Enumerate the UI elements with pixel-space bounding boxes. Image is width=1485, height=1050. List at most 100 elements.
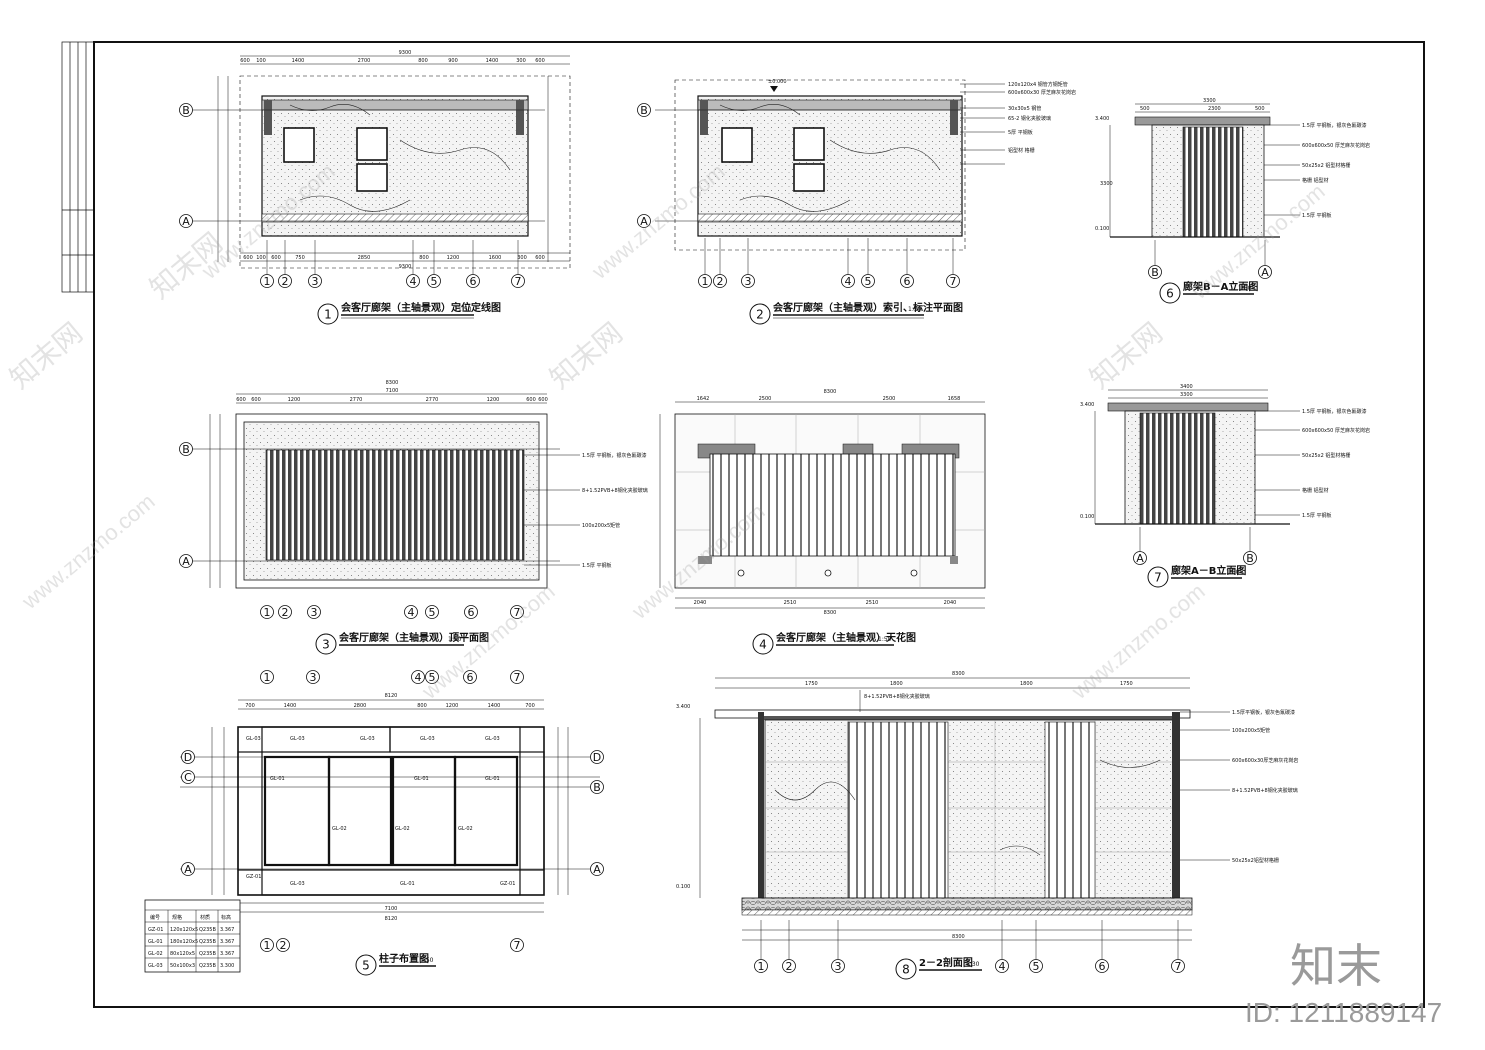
column-label: GL-01: [485, 776, 500, 782]
note: 50x25x2铝型材格栅: [1232, 857, 1279, 864]
dim-label: 600: [243, 255, 253, 261]
svg-text:7: 7: [1154, 571, 1162, 585]
axis-bubble-7: 7: [1175, 960, 1182, 973]
note: 100x200x5矩管: [582, 522, 620, 529]
dim-label: 2850: [358, 255, 371, 261]
dim-label: 1642: [697, 396, 710, 402]
dim-total: 9300: [399, 50, 412, 56]
dim-label: 1200: [447, 255, 460, 261]
svg-text:Q235B: Q235B: [199, 927, 216, 933]
drawing-title-7: 7 廊架A－B立面图 1:50: [1147, 564, 1246, 588]
svg-text:会客厅廊架（主轴景观）索引、标注平面图: 会客厅廊架（主轴景观）索引、标注平面图: [773, 301, 963, 314]
axis-bubble-5: 5: [865, 275, 872, 288]
column-label: GL-03: [360, 736, 375, 742]
dim-total: 8300: [952, 934, 965, 940]
dim-label: 600: [535, 255, 545, 261]
axis-bubble-2: 2: [280, 939, 287, 952]
svg-text:8: 8: [902, 963, 910, 977]
dim-total: 8300: [386, 380, 399, 386]
axis-bubble-7: 7: [514, 939, 521, 952]
note: 8+1.52PVB+8钢化夹胶玻璃: [864, 693, 930, 700]
note: 50x25x2 铝型材格栅: [1302, 162, 1350, 169]
axis-bubble-2: 2: [717, 275, 724, 288]
dim-label: 2510: [866, 600, 879, 606]
dim-label: 800: [418, 58, 428, 64]
dim-label: 2300: [1208, 106, 1221, 112]
axis-bubble-5: 5: [429, 606, 436, 619]
dim-label: 600: [236, 397, 246, 403]
axis-bubble-2: 2: [786, 960, 793, 973]
dim-label: 1400: [284, 703, 297, 709]
axis-bubble-6: 6: [1099, 960, 1106, 973]
note: 铝型材 格栅: [1008, 147, 1035, 154]
svg-text:编号: 编号: [150, 914, 160, 921]
svg-text:1:50: 1:50: [448, 636, 462, 643]
svg-text:Q235B: Q235B: [199, 939, 216, 945]
svg-text:Q235B: Q235B: [199, 951, 216, 957]
dim-label: 2770: [350, 397, 363, 403]
dim-label: 2500: [759, 396, 772, 402]
svg-text:材质: 材质: [200, 914, 210, 921]
dim-label: 500: [1255, 106, 1265, 112]
svg-text:廊架A－B立面图: 廊架A－B立面图: [1171, 564, 1246, 577]
column-label: GL-03: [290, 881, 305, 887]
axis-bubble-5: 5: [429, 671, 436, 684]
axis-bubble-6: 6: [470, 275, 477, 288]
level-ground: 0.100: [1080, 514, 1094, 520]
dim-total: 9300: [399, 264, 412, 270]
level-top: 3.400: [1095, 116, 1109, 122]
axis-bubble-3: 3: [312, 275, 319, 288]
svg-text:6: 6: [1166, 287, 1174, 301]
dim-label: 1200: [487, 397, 500, 403]
svg-text:1:50: 1:50: [458, 306, 472, 313]
dim-total: 8120: [385, 916, 398, 922]
level-ground: 0.100: [1095, 226, 1109, 232]
dim-label: 1400: [486, 58, 499, 64]
axis-bubble-3: 3: [311, 606, 318, 619]
dim-label: 1750: [805, 681, 818, 687]
note: 1.5厚 平钢板，银灰色氟碳漆: [1302, 408, 1367, 415]
axis-bubble-a: A: [184, 863, 192, 876]
dim-label: 1600: [489, 255, 502, 261]
dim-total: 3300: [1203, 98, 1216, 104]
axis-bubble-d: D: [184, 751, 192, 764]
dim-label: 100: [256, 58, 266, 64]
note: 1.5厚 平钢板: [1302, 212, 1332, 219]
image-id: ID: 1211889147: [1245, 997, 1442, 1028]
note: 1.5厚 平钢板: [582, 562, 612, 569]
dim-total: 8300: [824, 389, 837, 395]
svg-text:1: 1: [324, 308, 332, 322]
axis-bubble-7: 7: [950, 275, 957, 288]
note: 65-2 钢化夹胶玻璃: [1008, 115, 1051, 122]
dim-total: 8300: [952, 671, 965, 677]
dim-label: 1658: [948, 396, 961, 402]
dim-label: 2500: [883, 396, 896, 402]
note: 100x200x5矩管: [1232, 727, 1270, 734]
axis-bubble-a: A: [1261, 266, 1269, 279]
dim-label: 2770: [426, 397, 439, 403]
axis-bubble-c: C: [184, 771, 192, 784]
svg-text:3.300: 3.300: [220, 963, 234, 969]
dim-label: 1800: [1020, 681, 1033, 687]
dim-label: 900: [448, 58, 458, 64]
axis-bubble-4: 4: [845, 275, 852, 288]
svg-text:1:50: 1:50: [1226, 569, 1240, 576]
note: 1.5厚 平钢板，银灰色氟碳漆: [1302, 122, 1367, 129]
column-label: GL-03: [420, 736, 435, 742]
drawing-title-5: 5 柱子布置图 1:50: [355, 952, 436, 976]
drawing-3-roof-plan: 600 600 1200 2770 2770 1200 600 600 7100…: [179, 380, 648, 655]
note: 格栅 铝型材: [1302, 177, 1329, 184]
axis-bubble-a: A: [640, 215, 648, 228]
svg-text:柱子布置图: 柱子布置图: [379, 952, 429, 965]
column-label: GL-01: [414, 776, 429, 782]
svg-text:会客厅廊架（主轴景观）定位定线图: 会客厅廊架（主轴景观）定位定线图: [341, 301, 501, 314]
drawing-6-elevation: 1.5厚 平钢板，银灰色氟碳漆 600x600x50 厚芝麻灰花岗岩 50x25…: [1095, 98, 1370, 304]
axis-bubble-b: B: [593, 781, 601, 794]
svg-text:5: 5: [362, 959, 370, 973]
dim-label: 600: [240, 58, 250, 64]
drawing-8-section: 1.5厚平钢板，银灰色氟碳漆 100x200x5矩管 600x600x30厚芝麻…: [676, 671, 1298, 980]
dim-label: 300: [517, 255, 527, 261]
dim-label: 1200: [446, 703, 459, 709]
dim-label: 1200: [288, 397, 301, 403]
brand-logo: 知末 ID: 1211889147: [1245, 940, 1442, 1028]
